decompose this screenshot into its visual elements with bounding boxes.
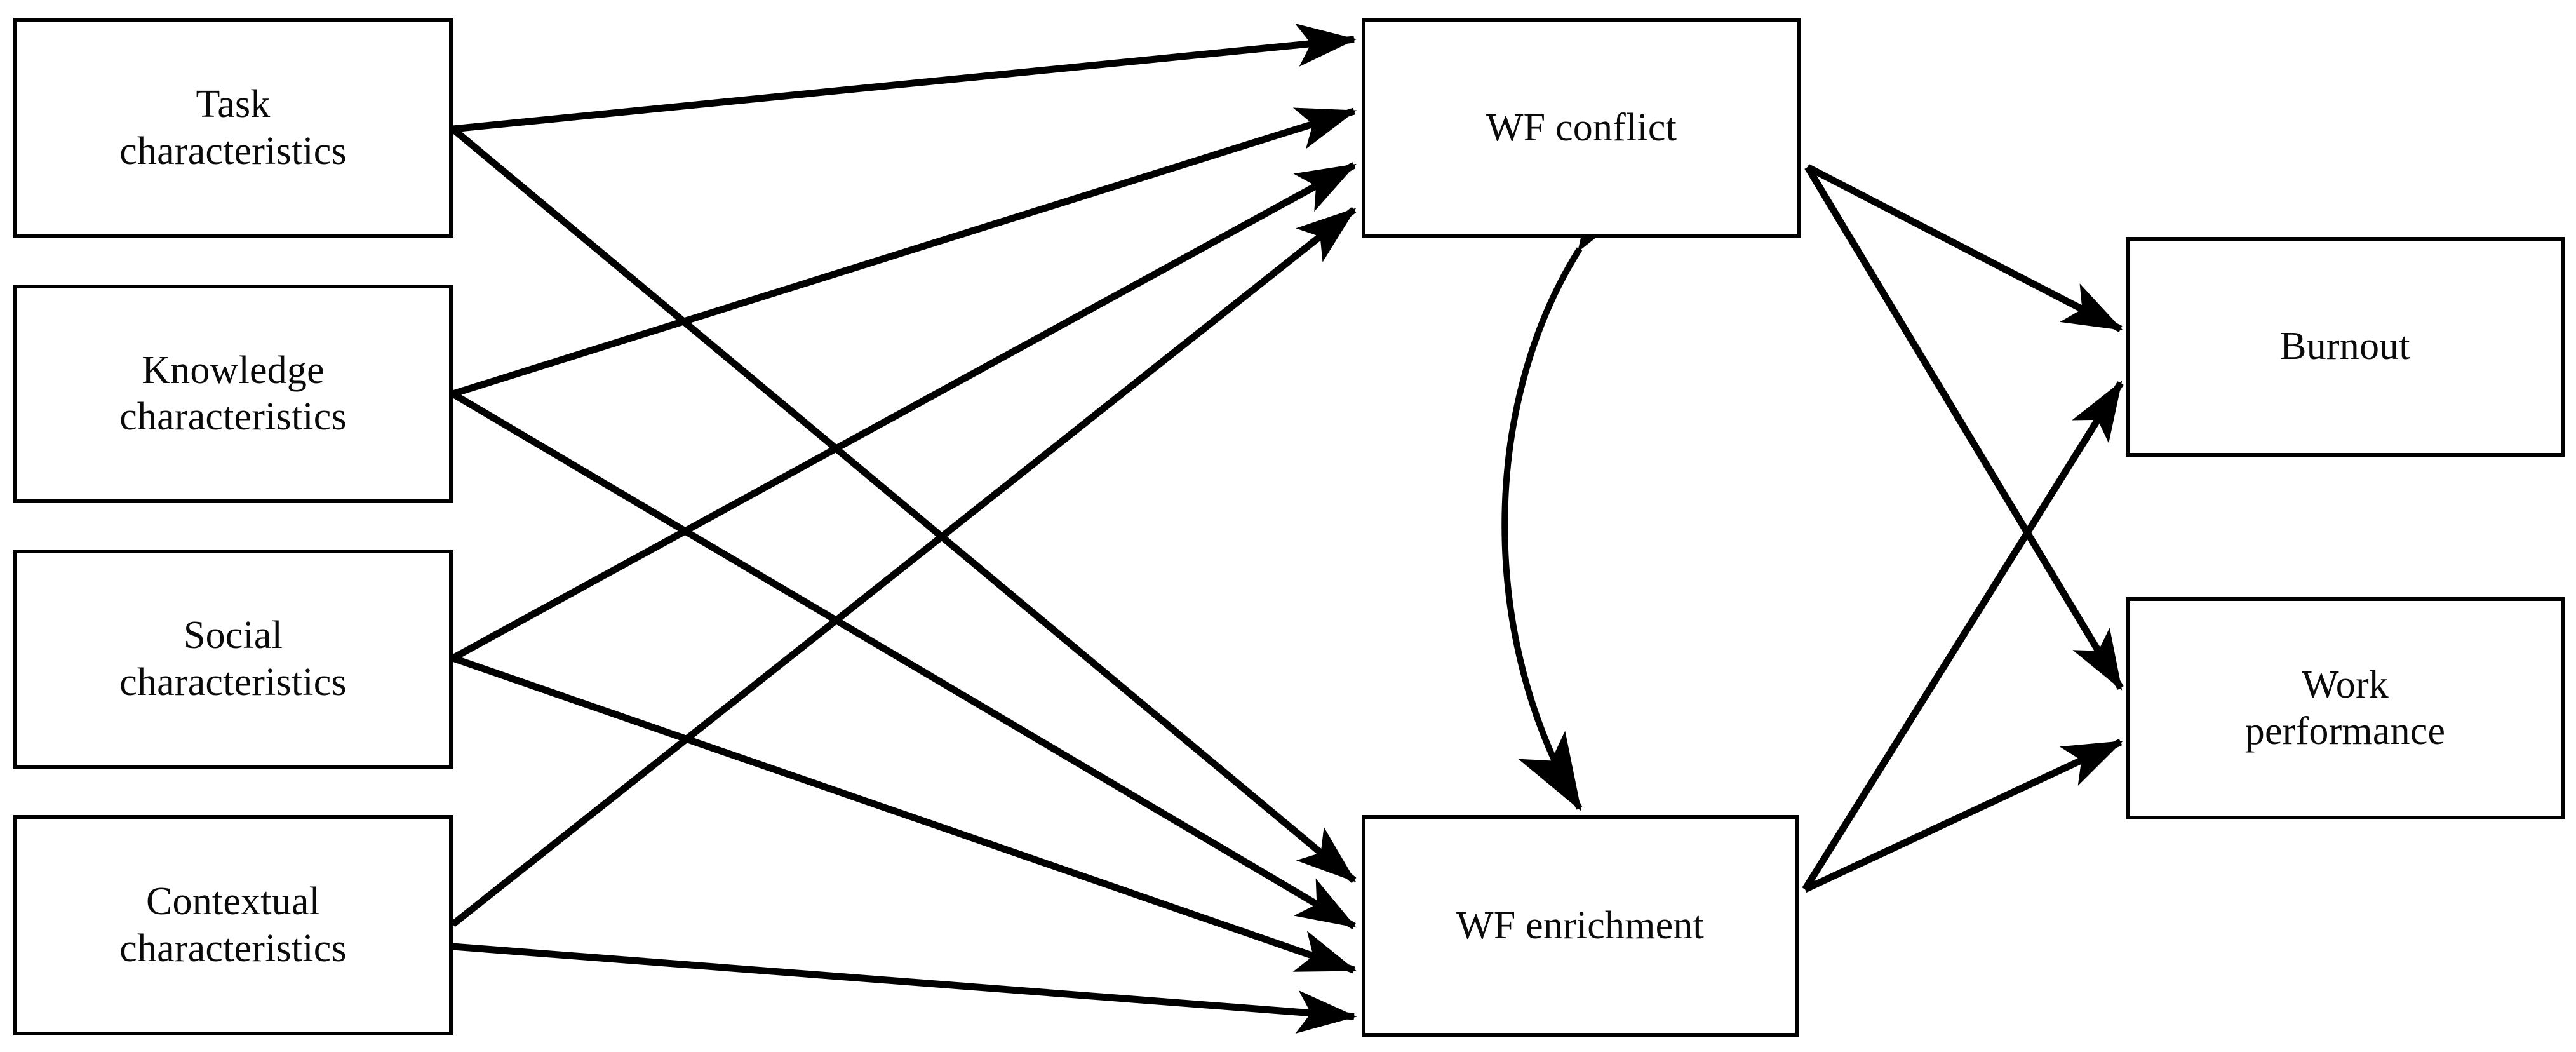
edge-wf-enrichment-to-burnout: [1802, 381, 2124, 891]
node-knowledge-characteristics[interactable]: Knowledge characteristics: [13, 285, 453, 503]
edge-social-to-wf-conflict: [451, 162, 1357, 661]
node-wf-conflict-label: WF conflict: [1486, 105, 1677, 149]
edge-contextual-to-wf-conflict: [450, 206, 1357, 927]
node-contextual-characteristics[interactable]: Contextual characteristics: [13, 815, 453, 1035]
edge-task-to-wf-enrichment: [450, 126, 1357, 884]
edge-contextual-to-wf-enrichment: [452, 943, 1357, 1034]
edge-wf-conflict-to-work-performance: [1804, 165, 2124, 691]
node-wf-enrichment[interactable]: WF enrichment: [1362, 815, 1799, 1037]
edge-knowledge-to-wf-conflict: [452, 107, 1357, 398]
node-work-performance[interactable]: Work performance: [2126, 597, 2565, 819]
node-task-characteristics-label: Task characteristics: [119, 83, 347, 173]
node-work-performance-label: Work performance: [2244, 663, 2446, 753]
node-burnout[interactable]: Burnout: [2126, 237, 2565, 457]
edge-wf-conflict-to-burnout: [1806, 164, 2123, 332]
edge-task-to-wf-conflict: [452, 23, 1357, 133]
node-wf-conflict[interactable]: WF conflict: [1362, 18, 1801, 238]
node-contextual-characteristics-label: Contextual characteristics: [119, 880, 347, 970]
node-wf-enrichment-label: WF enrichment: [1456, 903, 1704, 947]
node-social-characteristics-label: Social characteristics: [119, 614, 347, 704]
node-social-characteristics[interactable]: Social characteristics: [13, 550, 453, 769]
node-knowledge-characteristics-label: Knowledge characteristics: [119, 348, 347, 438]
edge-knowledge-to-wf-enrichment: [451, 391, 1357, 929]
node-task-characteristics[interactable]: Task characteristics: [13, 18, 453, 238]
edge-social-to-wf-enrichment: [452, 654, 1357, 974]
edge-wf-enrichment-to-work-performance: [1803, 739, 2123, 893]
node-burnout-label: Burnout: [2280, 325, 2410, 368]
edge-wf-conflict-wf-enrichment-correlation: [1501, 172, 1642, 812]
